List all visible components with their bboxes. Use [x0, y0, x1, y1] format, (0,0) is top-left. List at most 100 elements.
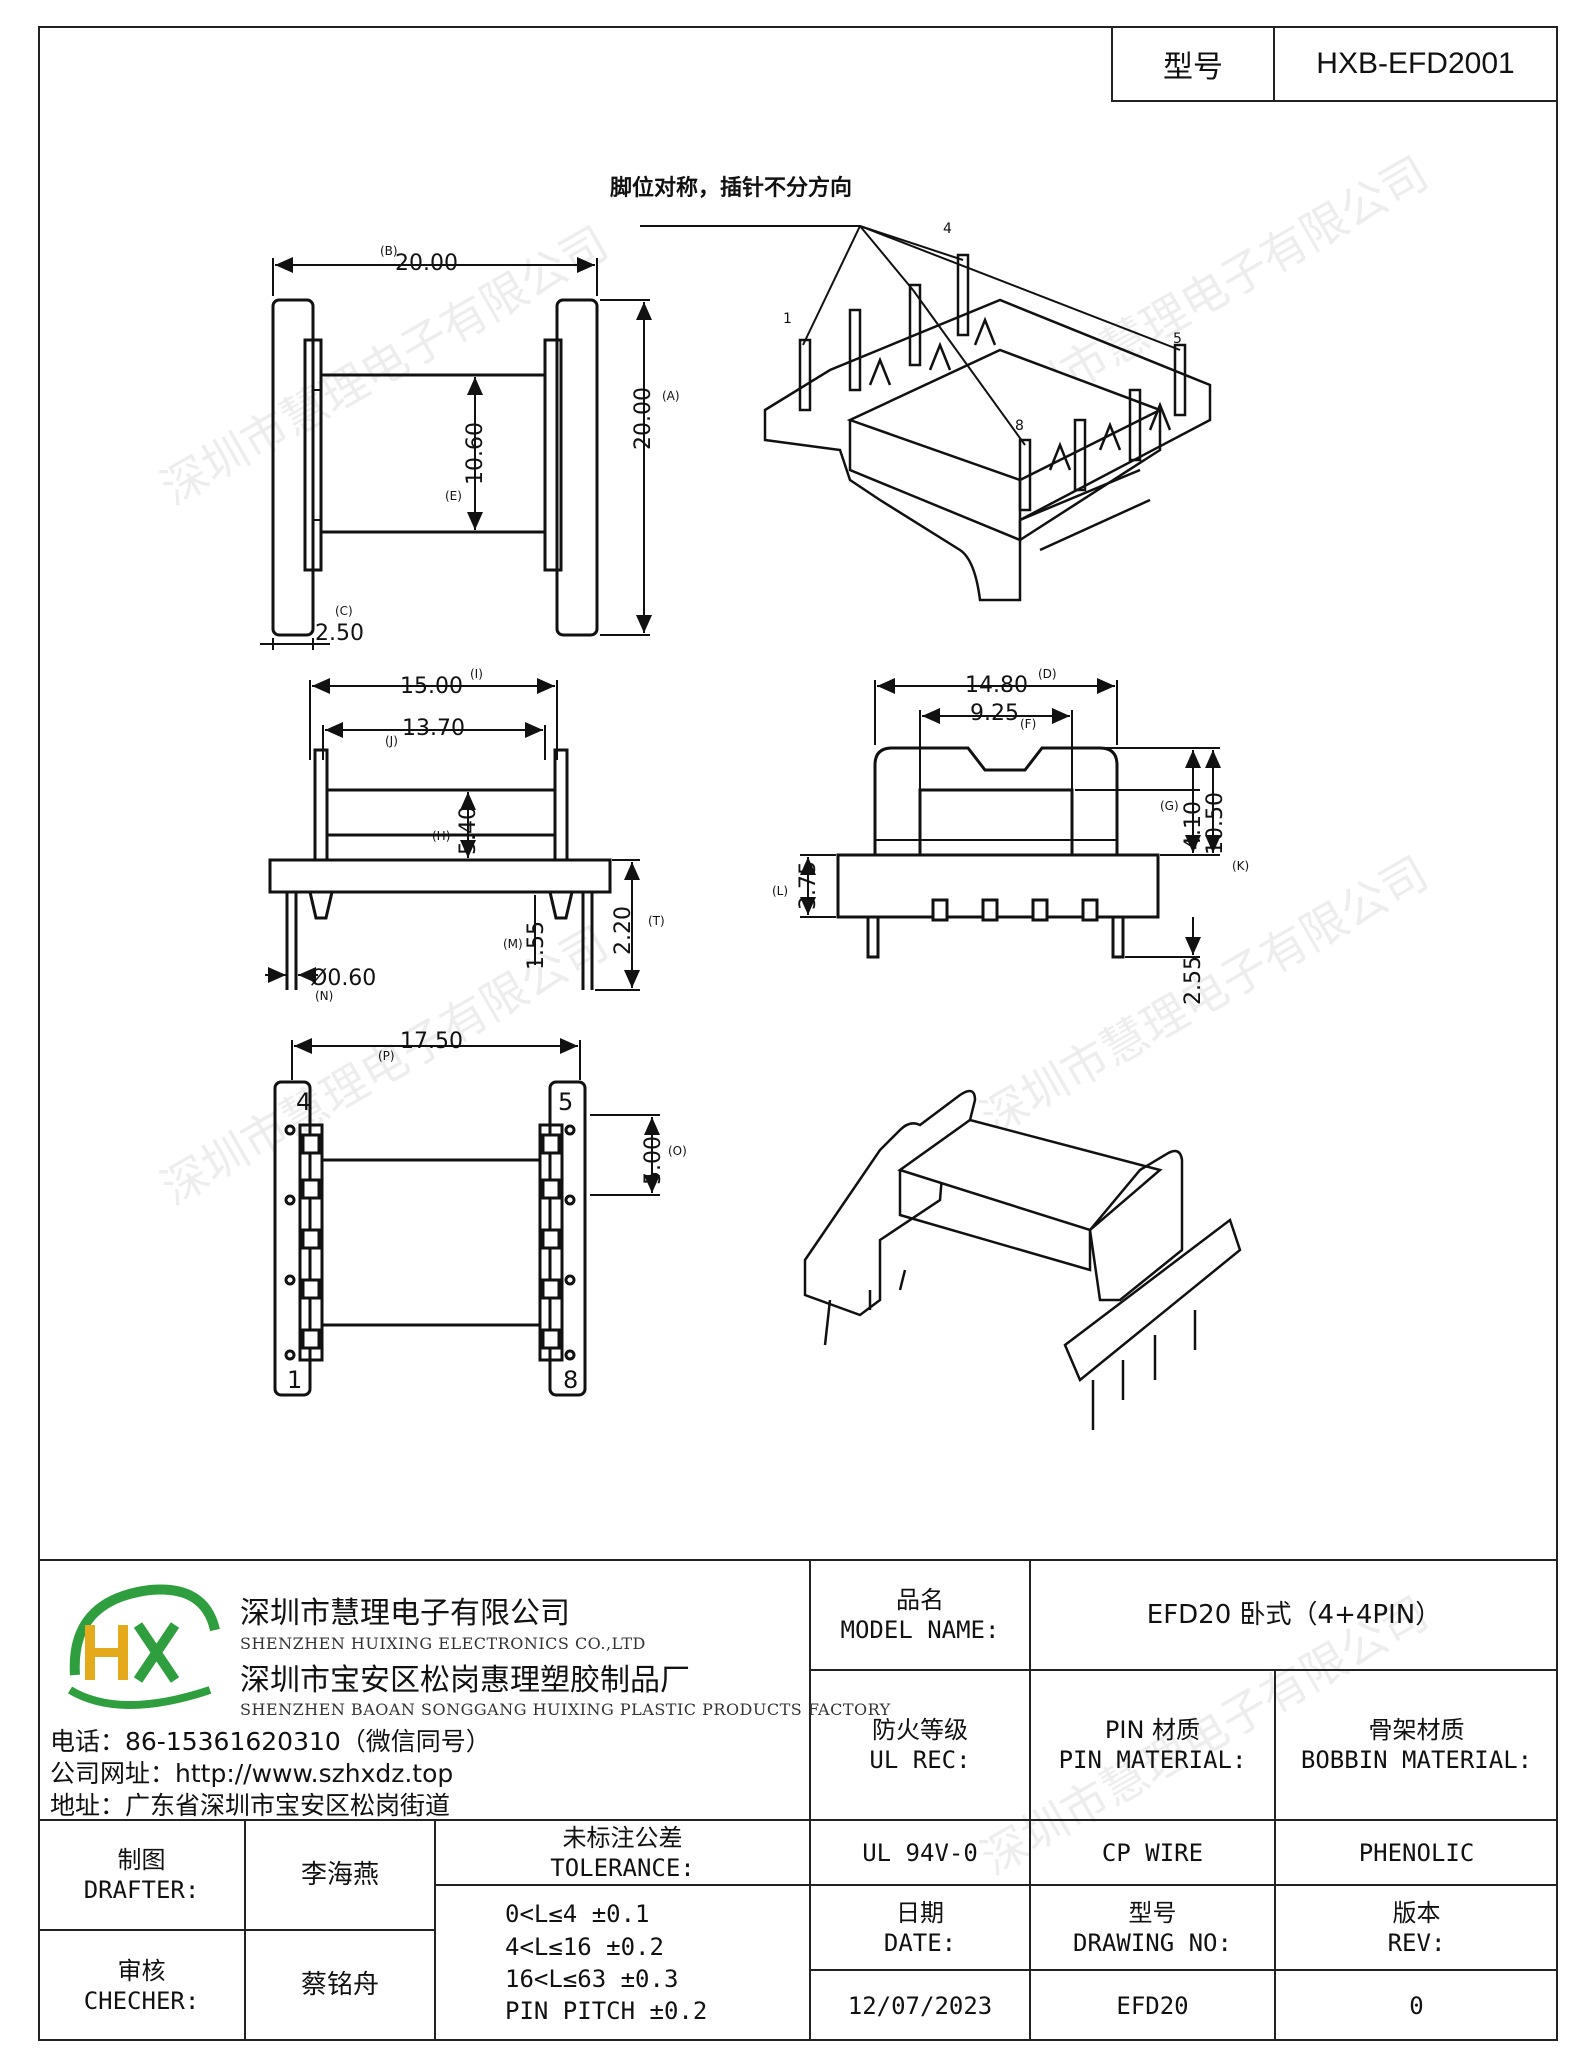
drawing-no-label: 型号 DRAWING NO:: [1030, 1885, 1275, 1970]
model-label: 型号: [1113, 28, 1275, 100]
dim-pin-dia: Ø0.60: [310, 966, 376, 991]
tolerance-line: 4<L≤16 ±0.2: [505, 1932, 664, 1961]
annotation-leaders: [640, 225, 1181, 446]
company-website: 公司网址：http://www.szhxdz.top: [50, 1759, 454, 1788]
dim-tag: (O): [668, 1144, 687, 1158]
iso-view-upper: [763, 253, 1212, 602]
pin-label: 5: [558, 1088, 573, 1116]
company-phone: 电话：86-15361620310（微信同号）: [50, 1727, 491, 1756]
dim-front-inner: 13.70: [402, 716, 465, 741]
drafter-label: 制图 DRAFTER:: [38, 1820, 245, 1930]
label-cn: PIN 材质: [1104, 1716, 1201, 1744]
pin-label: 8: [1015, 418, 1024, 434]
label-en: MODEL NAME:: [840, 1616, 1000, 1644]
pin-label: 4: [296, 1088, 311, 1116]
label-cn: 版本: [1392, 1898, 1441, 1927]
dim-pitch: 5.00: [641, 1136, 666, 1185]
rev-label: 版本 REV:: [1275, 1885, 1558, 1970]
dim-stand: 2.20: [611, 906, 636, 955]
tolerance-line: PIN PITCH ±0.2: [505, 1997, 708, 2026]
dim-tag: (B): [380, 244, 398, 258]
pin-label: 8: [563, 1366, 578, 1394]
tolerance-table: 0<L≤4 ±0.1 4<L≤16 ±0.2 16<L≤63 ±0.3 PIN …: [435, 1885, 810, 2041]
label-cn: 骨架材质: [1368, 1716, 1465, 1744]
dim-height: 20.00: [631, 387, 656, 450]
dim-tag: (I): [470, 667, 483, 681]
dim-tag: (N): [315, 989, 333, 1003]
dim-pin-len: 2.55: [1181, 956, 1206, 1005]
top-view: [260, 257, 652, 650]
dim-side-height: 10.50: [1203, 792, 1228, 855]
factory-name-cn: 深圳市宝安区松岗惠理塑胶制品厂: [240, 1663, 690, 1698]
company-name-cn: 深圳市慧理电子有限公司: [240, 1596, 570, 1631]
dim-tag: (K): [1232, 859, 1249, 873]
dim-tag: (D): [1038, 667, 1057, 681]
label-en: DATE:: [883, 1928, 957, 1957]
dim-flange: 2.50: [315, 621, 364, 646]
company-address: 地址：广东省深圳市宝安区松岗街道: [50, 1791, 451, 1820]
label-en: TOLERANCE:: [550, 1853, 695, 1882]
drawing-no-value: EFD20: [1116, 1991, 1189, 2020]
bobbin-material-label: 骨架材质 BOBBIN MATERIAL:: [1275, 1670, 1558, 1820]
checker-name: 蔡铭舟: [300, 1970, 379, 2001]
label-en: DRAFTER:: [83, 1876, 200, 1904]
dim-tag: (J): [385, 734, 398, 748]
drawing-frame: [38, 26, 1558, 2041]
pin-material-value: CP WIRE: [1101, 1838, 1204, 1867]
dim-slot-depth: 4.10: [1181, 801, 1206, 850]
dim-tag: (L): [772, 884, 788, 898]
company-name-en: SHENZHEN HUIXING ELECTRONICS CO.,LTD: [240, 1634, 646, 1653]
label-cn: 品名: [896, 1586, 944, 1614]
title-block-grid: [38, 1559, 1558, 2041]
dim-tag: (P): [378, 1049, 395, 1063]
label-en: CHECHER:: [83, 1986, 200, 2015]
tolerance-label: 未标注公差 TOLERANCE:: [435, 1820, 810, 1885]
annotation-note: 脚位对称，插针不分方向: [610, 175, 852, 201]
factory-name-en: SHENZHEN BAOAN SONGGANG HUIXING PLASTIC …: [240, 1700, 891, 1719]
dim-pin-h: 1.55: [524, 921, 549, 970]
dim-tag: (G): [1160, 799, 1179, 813]
label-en: PIN MATERIAL:: [1058, 1746, 1247, 1774]
ul-rec-value: UL 94V-0: [862, 1838, 978, 1867]
rev-value: 0: [1409, 1991, 1424, 2020]
label-cn: 审核: [117, 1956, 166, 1985]
dim-span: 17.50: [400, 1029, 463, 1054]
model-name-label: 品名 MODEL NAME:: [810, 1560, 1030, 1670]
dim-tag: (T): [648, 914, 665, 928]
pin-label: 4: [943, 221, 952, 237]
dim-front-total: 15.00: [400, 674, 463, 699]
label-cn: 型号: [1128, 1898, 1177, 1927]
ul-rec-label: 防火等级 UL REC:: [810, 1670, 1030, 1820]
label-cn: 日期: [896, 1898, 944, 1927]
front-view: [265, 678, 640, 991]
label-en: REV:: [1387, 1928, 1446, 1957]
dim-winding: 5.40: [456, 806, 481, 855]
pin-material-label: PIN 材质 PIN MATERIAL:: [1030, 1670, 1275, 1820]
label-cn: 制图: [117, 1846, 166, 1874]
date-label: 日期 DATE:: [810, 1885, 1030, 1970]
label-cn: 未标注公差: [562, 1823, 683, 1852]
iso-view-lower: [803, 1089, 1242, 1430]
checker-label: 审核 CHECHER:: [38, 1930, 245, 2041]
label-en: UL REC:: [869, 1746, 971, 1774]
pin-label: 5: [1173, 331, 1182, 347]
company-logo: [67, 1584, 220, 1709]
dim-width: 20.00: [395, 251, 458, 276]
model-name-value: EFD20 卧式（4+4PIN）: [1146, 1599, 1442, 1630]
dim-tag: (H): [432, 829, 450, 843]
dim-tag: (M): [503, 937, 523, 951]
dim-tag: (A): [662, 389, 680, 403]
pin-label: 1: [287, 1366, 302, 1394]
dim-base: 3.75: [796, 861, 821, 910]
dim-tag: (F): [1020, 717, 1036, 731]
label-cn: 防火等级: [872, 1716, 968, 1744]
label-en: BOBBIN MATERIAL:: [1300, 1746, 1533, 1774]
dim-slot: 9.25: [970, 701, 1019, 726]
pin-label: 1: [783, 311, 792, 327]
dim-tag: (C): [335, 604, 353, 618]
tolerance-line: 16<L≤63 ±0.3: [505, 1965, 679, 1993]
dim-side-total: 14.80: [965, 673, 1028, 698]
model-value: HXB-EFD2001: [1316, 47, 1515, 80]
tolerance-line: 0<L≤4 ±0.1: [505, 1900, 650, 1929]
